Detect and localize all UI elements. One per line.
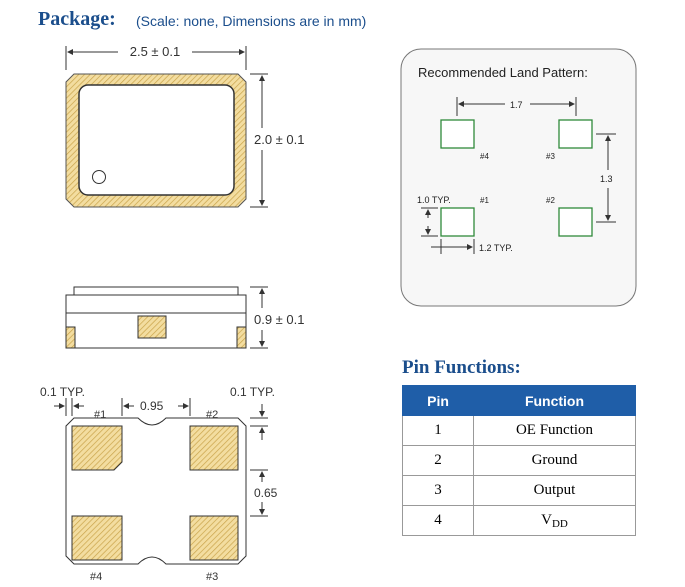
bottom-pad-2 [189, 425, 239, 471]
land-pin2-label: #2 [546, 196, 555, 205]
land-pattern-title: Recommended Land Pattern: [418, 65, 588, 80]
land-pin4-label: #4 [480, 152, 489, 161]
pad-height-label: 0.65 [254, 486, 278, 500]
bottom-pin3-label: #3 [206, 571, 218, 583]
pin-functions-table: Pin Function 1 OE Function 2 Ground 3 Ou… [402, 385, 636, 536]
function-cell: OE Function [473, 415, 636, 446]
bottom-pad-4 [71, 515, 123, 561]
table-row: 2 Ground [402, 445, 636, 476]
table-header-row: Pin Function [402, 385, 636, 416]
table-row: 1 OE Function [402, 415, 636, 446]
package-scale-note: (Scale: none, Dimensions are in mm) [136, 13, 367, 29]
land-pin3-label: #3 [546, 152, 555, 161]
package-title: Package: [38, 8, 116, 30]
function-cell: Ground [473, 445, 636, 476]
land-pad-size-label: 1.0 TYP. [417, 195, 451, 205]
dim-thickness-label: 0.9 ± 0.1 [254, 312, 305, 327]
pad-margin-right-label: 0.1 TYP. [230, 385, 275, 399]
pin-cell: 2 [402, 445, 474, 476]
table-row: 4 VDD [402, 505, 636, 536]
land-pattern-box: Recommended Land Pattern: [400, 48, 637, 307]
pin-cell: 3 [402, 475, 474, 506]
pin1-marker-dot [92, 170, 106, 184]
vdd-subscript: DD [551, 517, 568, 530]
header-pin: Pin [402, 385, 474, 416]
land-pad-width-label: 1.2 TYP. [479, 243, 513, 253]
bottom-pad-1 [71, 425, 123, 471]
top-view [65, 46, 268, 208]
pin-functions-title: Pin Functions: [402, 357, 521, 378]
pin-cell: 4 [402, 505, 474, 536]
pitch-label: 0.95 [140, 399, 164, 413]
bottom-view [54, 398, 268, 565]
land-pin1-label: #1 [480, 196, 489, 205]
land-h-spacing-label: 1.7 [510, 100, 523, 110]
land-pad-3 [558, 119, 593, 149]
pin-cell: 1 [402, 415, 474, 446]
bottom-pin2-label: #2 [206, 409, 218, 421]
function-cell: Output [473, 475, 636, 506]
land-v-spacing-label: 1.3 [600, 174, 613, 184]
bottom-pin1-label: #1 [94, 409, 106, 421]
land-pad-1 [440, 207, 475, 237]
dim-height-label: 2.0 ± 0.1 [254, 132, 305, 147]
side-view [65, 286, 268, 349]
bottom-pin4-label: #4 [90, 571, 102, 583]
vdd-main: V [541, 511, 552, 528]
dim-width-label: 2.5 ± 0.1 [130, 44, 181, 59]
land-pad-4 [440, 119, 475, 149]
land-pad-2 [558, 207, 593, 237]
table-row: 3 Output [402, 475, 636, 506]
function-cell: VDD [473, 505, 636, 536]
bottom-pad-3 [189, 515, 239, 561]
pad-margin-left-label: 0.1 TYP. [40, 385, 85, 399]
header-function: Function [473, 385, 636, 416]
